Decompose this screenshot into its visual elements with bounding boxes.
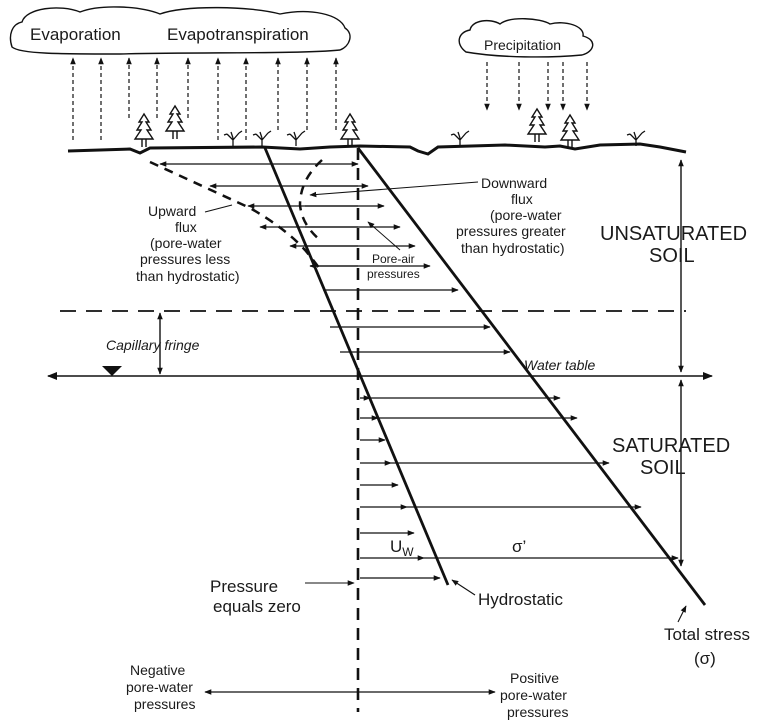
precipitation-arrows — [484, 62, 590, 111]
svg-text:(pore-water: (pore-water — [150, 235, 222, 251]
svg-text:Downward: Downward — [481, 175, 547, 191]
downward-flux-label: Downward flux (pore-water pressures grea… — [456, 175, 566, 256]
sigma-prime-label: σ’ — [512, 537, 526, 556]
svg-text:pressures: pressures — [507, 704, 568, 720]
pressure-zero-label: Pressure equals zero — [210, 577, 301, 616]
uw-label: UW — [390, 537, 414, 559]
precipitation-cloud — [458, 18, 594, 58]
downward-flux-pointer — [309, 181, 479, 198]
water-table-symbol — [102, 366, 122, 376]
evaporation-cloud — [9, 6, 351, 55]
svg-text:(σ): (σ) — [694, 649, 716, 668]
precipitation-label: Precipitation — [484, 37, 561, 53]
svg-text:Total stress: Total stress — [664, 625, 750, 644]
downward-flux-profile — [298, 159, 323, 241]
svg-text:Positive: Positive — [510, 670, 559, 686]
saturated-pressure-arrows — [360, 395, 679, 581]
saturated-soil-label: SATURATED SOIL — [612, 435, 730, 479]
svg-text:SOIL: SOIL — [649, 245, 695, 267]
svg-text:pressures greater: pressures greater — [456, 223, 566, 239]
svg-text:Pore-air: Pore-air — [372, 252, 415, 266]
evaporation-arrows — [70, 57, 339, 140]
svg-text:Pressure: Pressure — [210, 577, 278, 596]
hydrostatic-label: Hydrostatic — [478, 590, 564, 609]
upward-flux-label: Upward flux (pore-water pressures less t… — [136, 203, 240, 284]
evaporation-label: Evaporation — [30, 25, 121, 44]
water-table-label: Water table — [524, 357, 596, 373]
upward-flux-profile — [149, 160, 324, 273]
svg-text:flux: flux — [175, 219, 197, 235]
negative-pressures-label: Negative pore-water pressures — [126, 662, 195, 712]
unsaturated-pressure-arrows — [159, 161, 511, 355]
svg-text:SATURATED: SATURATED — [612, 435, 730, 457]
svg-text:pore-water: pore-water — [126, 679, 193, 695]
vegetation — [134, 105, 646, 149]
unsaturated-soil-label: UNSATURATED SOIL — [600, 223, 747, 267]
svg-text:SOIL: SOIL — [640, 457, 686, 479]
positive-pressures-label: Positive pore-water pressures — [500, 670, 568, 720]
svg-text:equals zero: equals zero — [213, 597, 301, 616]
hydrostatic-line — [263, 147, 450, 586]
svg-text:Upward: Upward — [148, 203, 196, 219]
svg-text:UNSATURATED: UNSATURATED — [600, 223, 747, 245]
svg-text:Negative: Negative — [130, 662, 185, 678]
ground-surface — [67, 142, 687, 156]
total-stress-label: Total stress (σ) — [664, 625, 750, 668]
svg-text:flux: flux — [511, 191, 533, 207]
hydrostatic-pointer — [451, 579, 476, 596]
total-stress-pointer — [677, 605, 687, 623]
svg-text:pressures: pressures — [367, 267, 420, 281]
capillary-fringe-label: Capillary fringe — [106, 337, 200, 353]
svg-text:than hydrostatic): than hydrostatic) — [136, 268, 240, 284]
pore-air-label: Pore-air pressures — [367, 252, 420, 281]
svg-text:pore-water: pore-water — [500, 687, 567, 703]
svg-text:pressures: pressures — [134, 696, 195, 712]
upward-flux-pointer — [204, 204, 233, 213]
svg-text:than hydrostatic): than hydrostatic) — [461, 240, 565, 256]
pore-air-pointer — [367, 221, 401, 251]
svg-text:pressures less: pressures less — [140, 251, 230, 267]
evapotranspiration-label: Evapotranspiration — [167, 25, 309, 44]
svg-text:(pore-water: (pore-water — [490, 207, 562, 223]
